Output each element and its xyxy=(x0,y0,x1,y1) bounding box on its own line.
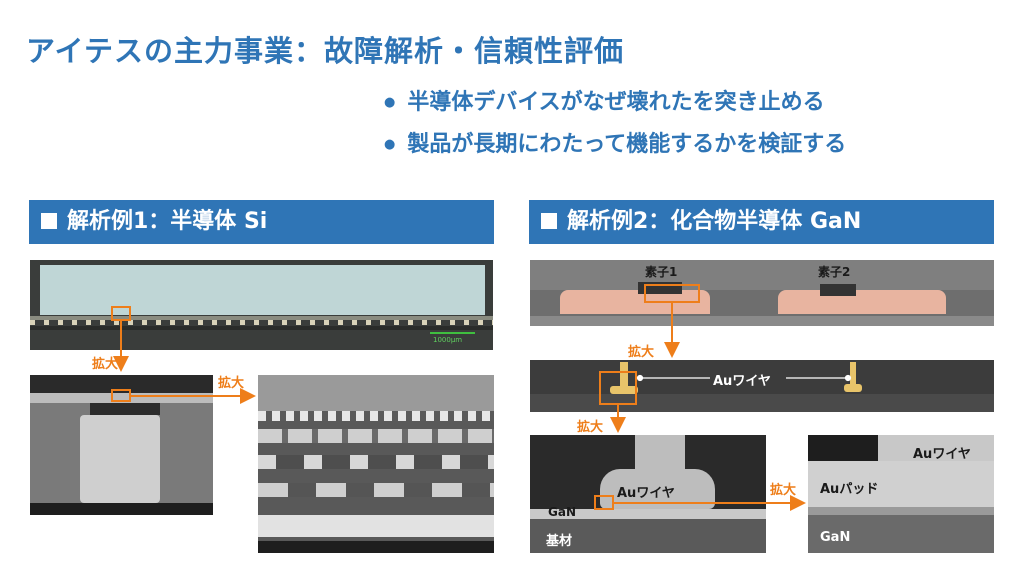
gan-package-photo xyxy=(530,260,994,326)
bullet-item: 製品が長期にわたって機能するかを検証する xyxy=(384,124,846,166)
sem2-wiring-row-2 xyxy=(258,429,494,443)
si-substrate-line xyxy=(30,326,493,330)
square-bullet-icon xyxy=(541,213,557,229)
au-pad-region xyxy=(808,461,994,507)
au-wire-label: Auワイヤ xyxy=(713,374,771,389)
si-sem-zoom-2 xyxy=(258,375,494,553)
si-sem-zoom-1 xyxy=(30,375,213,515)
section-banner-si: 解析例1：半導体 Si xyxy=(29,200,494,244)
sem-top-layer xyxy=(30,375,213,393)
gan-wire-base xyxy=(530,394,994,412)
gan-label: GaN xyxy=(548,505,576,519)
banner-label: 解析例1：半導体 Si xyxy=(67,209,268,234)
pointer-dot xyxy=(636,374,644,382)
sem2-top-layer xyxy=(258,375,494,411)
gan-leadframe-2 xyxy=(778,290,946,314)
zoom-label: 拡大 xyxy=(577,420,604,435)
highlight-box xyxy=(594,495,614,510)
zoom-label: 拡大 xyxy=(92,357,119,372)
au-wire-label: Auワイヤ xyxy=(617,486,675,501)
section-banner-gan: 解析例2：化合物半導体 GaN xyxy=(529,200,994,244)
sem2-bottom-metal xyxy=(258,515,494,537)
sem2-wiring-row-3 xyxy=(258,455,494,469)
bullet-item: 半導体デバイスがなぜ壊れたを突き止める xyxy=(384,82,846,124)
au-wire-region xyxy=(878,435,994,461)
substrate-layer xyxy=(530,519,766,553)
sem-info-bar xyxy=(30,503,213,515)
au-wire-post-2 xyxy=(850,362,856,386)
si-bump-row xyxy=(30,320,493,325)
sem-bump xyxy=(80,415,160,503)
scale-bar-label: 1000μm xyxy=(433,336,463,344)
square-bullet-icon xyxy=(41,213,57,229)
sem-metal-layer xyxy=(30,393,213,403)
zoom-label: 拡大 xyxy=(628,345,655,360)
scale-bar xyxy=(430,332,475,334)
substrate-label: 基材 xyxy=(546,534,573,549)
sem2-info-bar xyxy=(258,541,494,553)
au-pad-label: Auパッド xyxy=(820,482,879,497)
pad-interface xyxy=(808,507,994,515)
au-wire-foot-1 xyxy=(610,386,638,394)
si-cross-section-photo: 1000μm xyxy=(30,260,493,350)
sem2-wiring-row-1 xyxy=(258,411,494,421)
highlight-box xyxy=(111,306,131,321)
gan-layer xyxy=(530,509,766,519)
au-wire-foot-2 xyxy=(844,384,862,392)
si-solder-layer xyxy=(30,316,493,320)
pointer-dot xyxy=(844,374,852,382)
gan-sem-pad xyxy=(808,435,994,553)
sem-gap xyxy=(90,403,160,415)
gan-board xyxy=(530,316,994,326)
highlight-box xyxy=(111,389,131,402)
highlight-box xyxy=(599,371,637,405)
au-wire-post-1 xyxy=(620,362,628,390)
gan-label: GaN xyxy=(820,530,851,545)
zoom-label: 拡大 xyxy=(770,483,797,498)
au-wire-neck xyxy=(635,435,685,475)
element-label-2: 素子2 xyxy=(818,265,851,279)
page-title: アイテスの主力事業：故障解析・信頼性評価 xyxy=(26,34,624,68)
gan-mold xyxy=(530,260,994,290)
sem2-wiring-row-4 xyxy=(258,483,494,497)
element-label-1: 素子1 xyxy=(645,265,678,279)
gan-die-2 xyxy=(820,284,856,296)
banner-label: 解析例2：化合物半導体 GaN xyxy=(567,209,862,234)
highlight-box xyxy=(644,284,700,303)
bullet-list: 半導体デバイスがなぜ壊れたを突き止める 製品が長期にわたって機能するかを検証する xyxy=(384,82,846,166)
zoom-label: 拡大 xyxy=(218,376,245,391)
gan-region xyxy=(808,515,994,553)
au-wire-label: Auワイヤ xyxy=(913,447,971,462)
